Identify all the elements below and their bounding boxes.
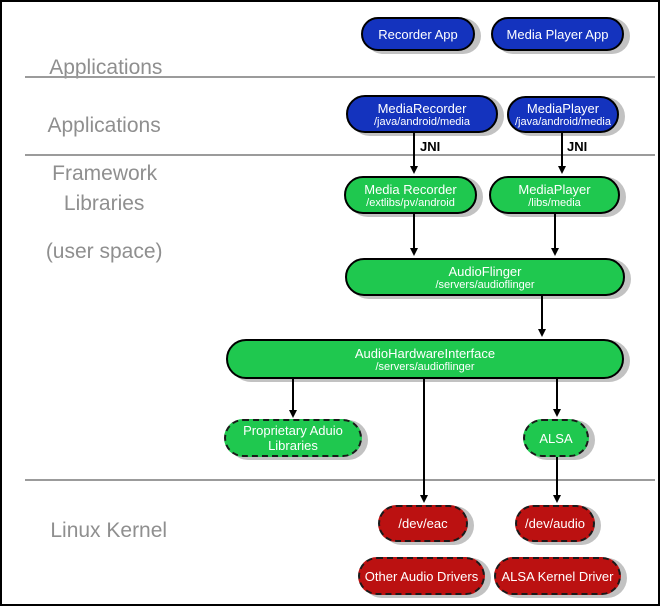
node-title: Media Player App	[506, 26, 609, 42]
node-subtitle: /java/android/media	[373, 115, 470, 128]
node-alsa-kernel-driver: ALSA Kernel Driver	[494, 557, 621, 595]
layer-divider	[25, 76, 655, 78]
node-title: MediaRecorder	[377, 100, 467, 116]
node-media-recorder-lib: Media Recorder /extlibs/pv/android	[344, 176, 477, 214]
node-title: /dev/audio	[525, 516, 585, 531]
layer-label-applications-framework: Applications Framework	[24, 90, 162, 210]
layer-label-text: Libraries	[63, 192, 145, 215]
node-title: AudioHardwareInterface	[354, 345, 496, 361]
node-title: MediaPlayer	[518, 181, 591, 197]
node-dev-audio: /dev/audio	[515, 505, 595, 542]
arrow-mediaplayer-to-audioflinger	[551, 213, 558, 256]
layer-label-applications: Applications	[27, 32, 162, 104]
node-subtitle: /servers/audioflinger	[435, 278, 535, 291]
node-title: MediaPlayer	[526, 101, 600, 116]
arrow-audioflinger-to-ahi	[538, 296, 545, 337]
node-title: Recorder App	[378, 26, 458, 42]
arrow-alsa-to-dev-audio	[553, 457, 560, 503]
node-proprietary-audio-libraries: Proprietary Aduio Libraries	[224, 419, 362, 457]
arrow-mediarecorder-jni	[410, 133, 417, 174]
node-title: ALSA	[539, 430, 573, 446]
node-subtitle: /libs/media	[528, 196, 581, 209]
node-mediaplayer-lib: MediaPlayer /libs/media	[489, 176, 620, 214]
layer-label-text: Framework	[52, 162, 158, 185]
node-other-audio-drivers: Other Audio Drivers	[358, 557, 485, 595]
node-audiohardwareinterface: AudioHardwareInterface /servers/audiofli…	[226, 339, 624, 379]
node-title: AudioFlinger	[448, 263, 522, 279]
arrow-mediaplayer-jni	[558, 133, 565, 174]
layer-label-text: Applications	[49, 56, 163, 79]
node-subtitle: /servers/audioflinger	[375, 360, 475, 373]
arrow-ahi-to-dev-eac	[420, 379, 427, 503]
layer-label-linux-kernel: Linux Kernel	[27, 495, 167, 567]
node-audioflinger: AudioFlinger /servers/audioflinger	[345, 258, 625, 296]
node-subtitle: /java/android/media	[514, 116, 611, 128]
node-dev-eac: /dev/eac	[378, 505, 468, 542]
node-title: Other Audio Drivers	[364, 568, 479, 584]
node-media-player-app: Media Player App	[491, 17, 624, 51]
node-title: Media Recorder	[364, 181, 457, 197]
layer-label-text: Linux Kernel	[50, 519, 168, 542]
node-title: Proprietary Aduio Libraries	[243, 423, 343, 453]
layer-divider	[25, 154, 655, 156]
node-subtitle: /extlibs/pv/android	[366, 196, 455, 209]
layer-divider	[25, 479, 655, 481]
node-title: /dev/eac	[398, 516, 448, 531]
arrow-ahi-to-proprietary	[289, 379, 296, 418]
layer-label-libraries: Libraries (user space)	[20, 168, 165, 288]
node-mediarecorder-framework: MediaRecorder /java/android/media	[346, 95, 498, 133]
jni-label: JNI	[567, 139, 588, 154]
node-recorder-app: Recorder App	[361, 17, 475, 51]
node-title: ALSA Kernel Driver	[501, 568, 614, 584]
layer-label-text: Applications	[47, 114, 161, 137]
layer-label-text: (user space)	[45, 240, 163, 263]
node-alsa: ALSA	[523, 419, 589, 457]
arrow-mediarecorder-to-audioflinger	[410, 213, 417, 256]
jni-label: JNI	[420, 139, 441, 154]
node-mediaplayer-framework: MediaPlayer /java/android/media	[507, 96, 619, 133]
arrow-ahi-to-alsa	[553, 379, 560, 417]
